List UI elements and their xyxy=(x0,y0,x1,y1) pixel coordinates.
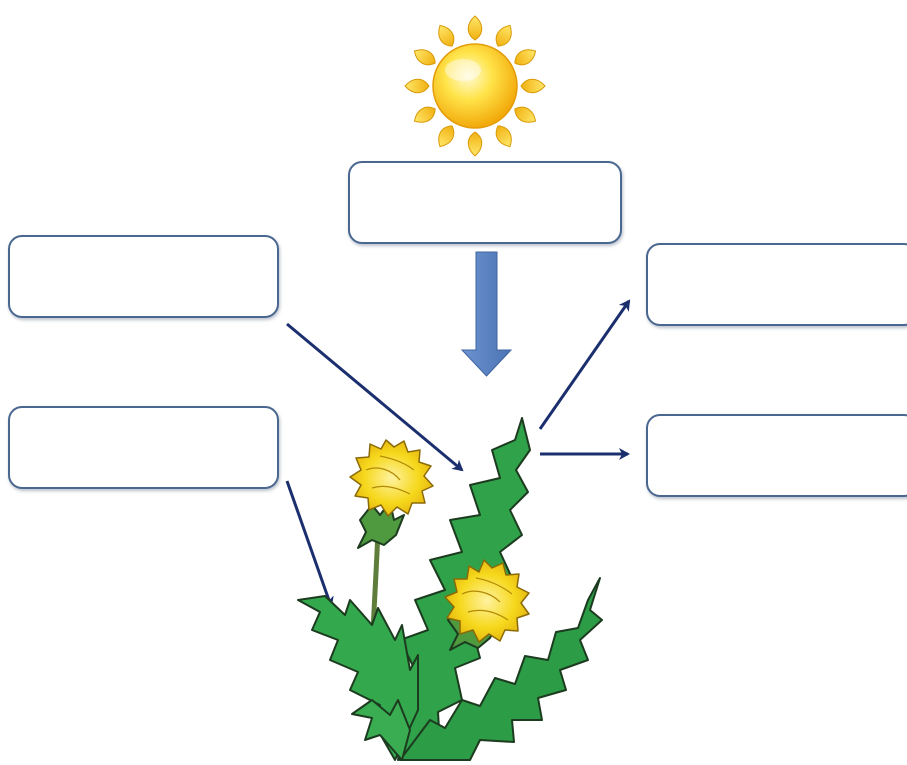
arrow-left-lower-to-root xyxy=(285,480,334,608)
leaf-lower xyxy=(351,699,411,761)
leaf-right xyxy=(399,577,603,761)
label-box-right-upper[interactable] xyxy=(646,243,907,326)
label-box-left-upper[interactable] xyxy=(8,235,279,318)
flower-head-center xyxy=(444,559,530,643)
label-box-left-lower[interactable] xyxy=(8,406,279,489)
label-box-right-lower[interactable] xyxy=(646,414,907,497)
sun-icon xyxy=(404,15,546,157)
flower-head-upper xyxy=(349,439,434,517)
arrow-leaf-to-right-upper xyxy=(538,299,631,430)
dandelion-plant xyxy=(297,417,603,762)
sunlight-down-arrow xyxy=(460,251,513,377)
arrow-left-upper-to-leaf xyxy=(286,322,464,472)
label-box-top[interactable] xyxy=(348,161,622,244)
